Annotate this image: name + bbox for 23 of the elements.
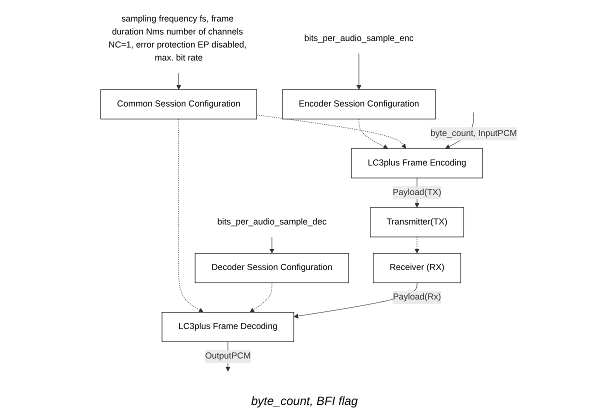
edge-label: Payload(TX) xyxy=(393,188,442,198)
arrow xyxy=(414,236,420,254)
node-box: Decoder Session Configuration xyxy=(195,253,350,284)
arrow xyxy=(250,282,273,312)
arrow xyxy=(270,236,275,254)
arrow xyxy=(178,118,204,312)
arrow xyxy=(356,53,362,90)
arrow xyxy=(359,118,389,149)
node-box: Transmitter(TX) xyxy=(370,207,464,238)
arrow xyxy=(176,72,182,90)
note-text: byte_count, BFI flag xyxy=(251,394,358,408)
node-box: Receiver (RX) xyxy=(373,253,462,284)
edge-label: byte_count, InputPCM xyxy=(430,128,518,138)
node-text: bits_per_audio_sample_dec xyxy=(218,217,327,227)
edge-label: OutputPCM xyxy=(205,352,252,361)
node-box: Encoder Session Configuration xyxy=(282,89,436,120)
node-text: sampling frequency fs, frame duration Nms number of channels NC=1, error protection EP disabled, max. bit rate xyxy=(108,14,247,63)
node-box: LC3plus Frame Encoding xyxy=(351,148,484,178)
arrow xyxy=(256,114,406,149)
edge-label: Payload(Rx) xyxy=(393,292,442,302)
node-box: Common Session Configuration xyxy=(100,89,258,120)
node-box: LC3plus Frame Decoding xyxy=(162,312,294,342)
node-text: bits_per_audio_sample_enc xyxy=(304,34,414,44)
